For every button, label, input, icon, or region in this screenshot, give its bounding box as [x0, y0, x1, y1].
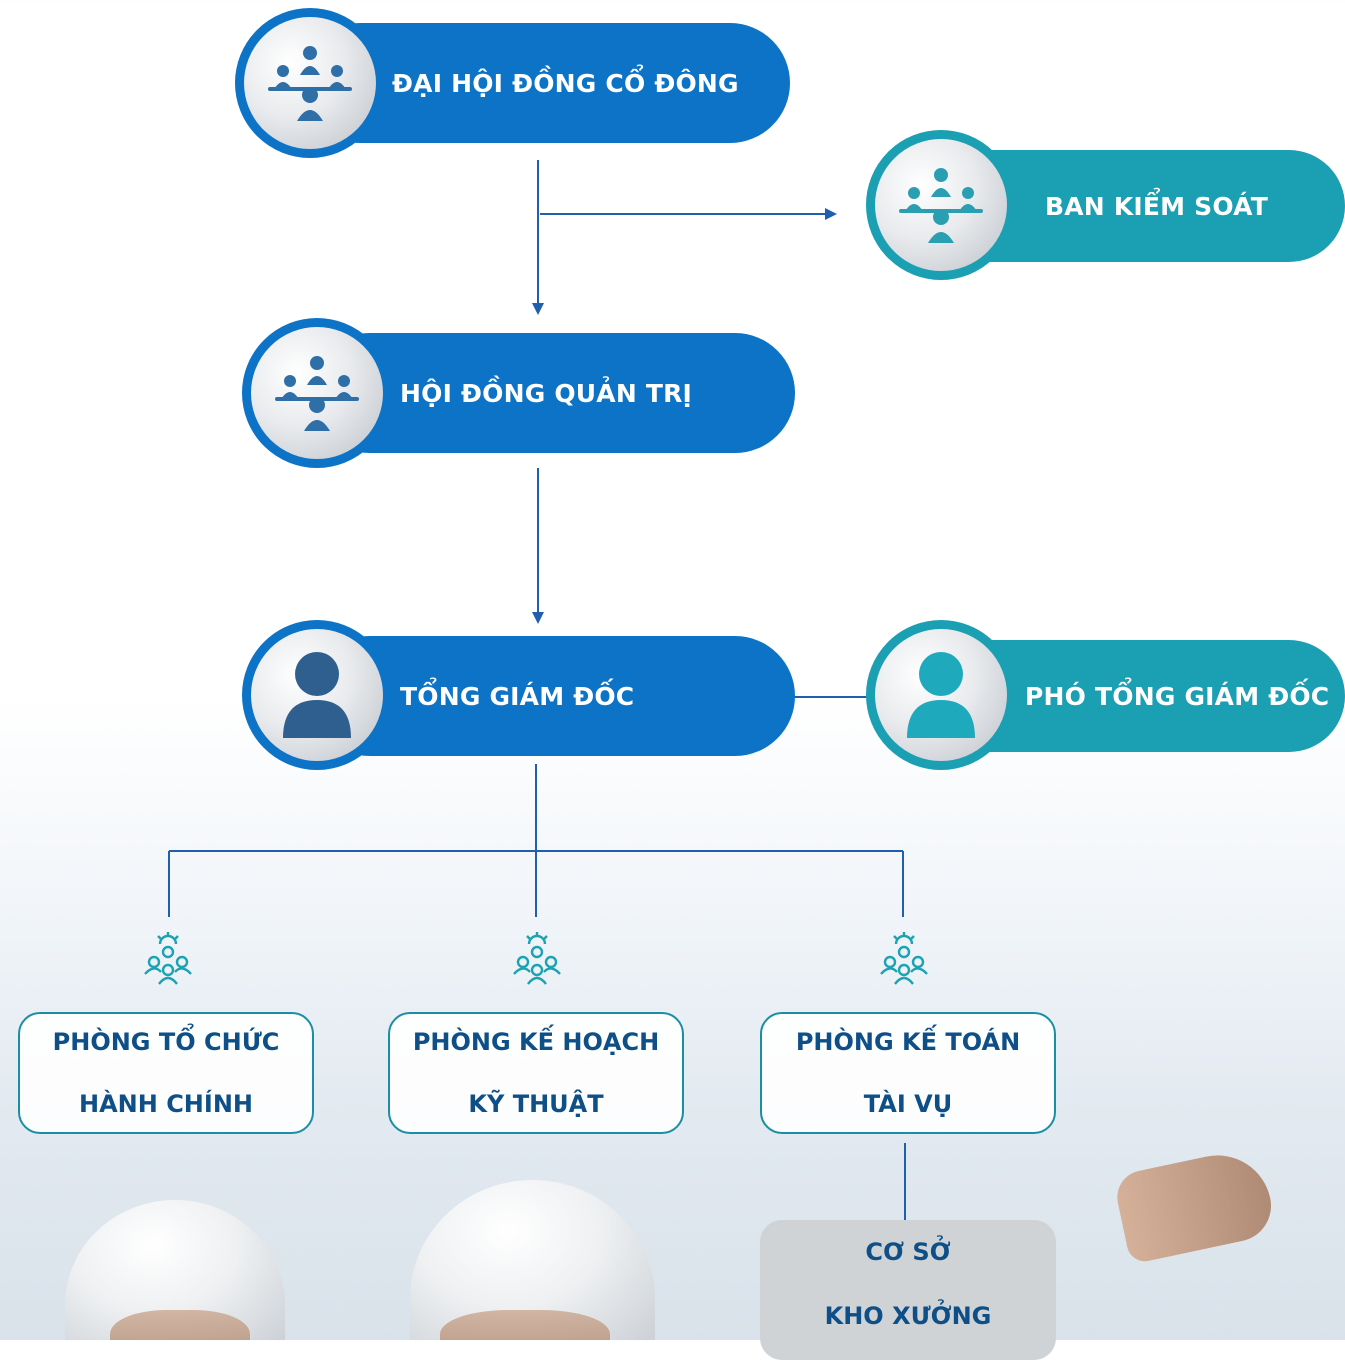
node-supervisory-label: BAN KIỂM SOÁT — [1045, 191, 1269, 221]
node-shareholders-label: ĐẠI HỘI ĐỒNG CỔ ĐÔNG — [392, 68, 739, 98]
dept-planning-line1: PHÒNG KẾ HOẠCH — [412, 1028, 660, 1056]
background-photo — [0, 1140, 1345, 1340]
team-gear-icon — [143, 930, 193, 990]
dept-accounting-line2: TÀI VỤ — [863, 1090, 953, 1118]
node-deputy-ceo-label: PHÓ TỔNG GIÁM ĐỐC — [1025, 681, 1330, 711]
meeting-group-icon — [866, 130, 1016, 280]
meeting-group-icon — [235, 8, 385, 158]
dept-admin: PHÒNG TỔ CHỨC HÀNH CHÍNH — [18, 1012, 314, 1134]
worker-face — [440, 1310, 610, 1340]
dept-accounting-line1: PHÒNG KẾ TOÁN — [795, 1028, 1021, 1056]
warehouse-line2: KHO XƯỞNG — [824, 1302, 992, 1330]
person-icon — [242, 620, 392, 770]
dept-admin-line2: HÀNH CHÍNH — [79, 1090, 253, 1118]
team-gear-icon — [879, 930, 929, 990]
dept-planning-line2: KỸ THUẬT — [468, 1090, 604, 1118]
worker-face — [110, 1310, 250, 1340]
team-gear-icon — [512, 930, 562, 990]
warehouse-line1: CƠ SỞ — [865, 1238, 951, 1266]
node-warehouse: CƠ SỞ KHO XƯỞNG — [760, 1220, 1056, 1360]
node-board-label: HỘI ĐỒNG QUẢN TRỊ — [400, 378, 693, 408]
dept-planning: PHÒNG KẾ HOẠCH KỸ THUẬT — [388, 1012, 684, 1134]
meeting-group-icon — [242, 318, 392, 468]
node-ceo-label: TỔNG GIÁM ĐỐC — [400, 681, 635, 711]
dept-admin-line1: PHÒNG TỔ CHỨC — [52, 1028, 280, 1056]
dept-accounting: PHÒNG KẾ TOÁN TÀI VỤ — [760, 1012, 1056, 1134]
person-icon — [866, 620, 1016, 770]
